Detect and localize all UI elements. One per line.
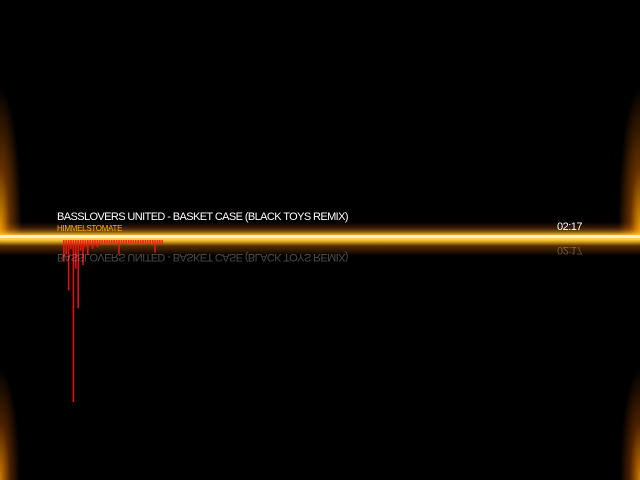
spectrum-bar <box>137 240 139 244</box>
track-time-reflection: 02:17 <box>556 244 582 256</box>
spectrum-bar <box>89 240 91 246</box>
spectrum-bar <box>115 240 118 244</box>
spectrum-bar <box>144 240 147 244</box>
spectrum-bar <box>106 240 108 244</box>
spectrum-bar <box>135 240 137 244</box>
spectrum-bar <box>77 240 79 309</box>
spectrum-bar <box>65 240 67 255</box>
horizon-glow-band <box>0 222 640 256</box>
horizon-glow-line <box>0 235 640 238</box>
spectrum-bar <box>151 240 154 244</box>
spectrum-bar <box>156 240 159 244</box>
track-artist: HIMMELSTOMATE <box>57 224 123 233</box>
spectrum-bar <box>159 240 161 244</box>
spectrum-bar <box>84 240 87 248</box>
spectrum-bar <box>67 240 70 291</box>
spectrum-bar <box>142 240 144 244</box>
spectrum-bar <box>111 240 113 244</box>
spectrum-bar <box>63 240 65 262</box>
spectrum-bar <box>87 240 89 255</box>
spectrum-bar <box>82 240 84 266</box>
spectrum-bar <box>79 240 82 251</box>
track-title: BASSLOVERS UNITED - BASKET CASE (BLACK T… <box>57 211 349 223</box>
spectrum-bar <box>91 240 94 249</box>
spectrum-bar <box>113 240 115 244</box>
track-title-reflection: BASSLOVERS UNITED - BASKET CASE (BLACK T… <box>57 251 348 263</box>
spectrum-bar <box>101 240 103 244</box>
spectrum-bar <box>72 240 75 402</box>
spectrum-bar <box>94 240 96 246</box>
spectrum-bar <box>108 240 111 244</box>
spectrum-bar <box>161 240 163 244</box>
edge-glow-top <box>0 0 640 240</box>
edge-glow-bottom <box>0 238 640 480</box>
spectrum-bar <box>103 240 106 244</box>
spectrum-bar <box>147 240 149 244</box>
spectrum-bar <box>125 240 127 244</box>
spectrum-bar <box>139 240 142 244</box>
spectrum-bar <box>120 240 123 244</box>
spectrum-bar <box>132 240 135 244</box>
spectrum-bar <box>123 240 125 244</box>
spectrum-bar <box>70 240 72 249</box>
spectrum-bar <box>127 240 130 244</box>
spectrum-bar <box>130 240 132 244</box>
spectrum-bar <box>149 240 151 244</box>
spectrum-bar <box>96 240 99 248</box>
track-time: 02:17 <box>556 221 583 233</box>
spectrum-bar <box>99 240 101 246</box>
spectrum-bar <box>75 240 77 269</box>
spectrum-bar <box>118 240 120 255</box>
spectrum-bar <box>154 240 156 253</box>
